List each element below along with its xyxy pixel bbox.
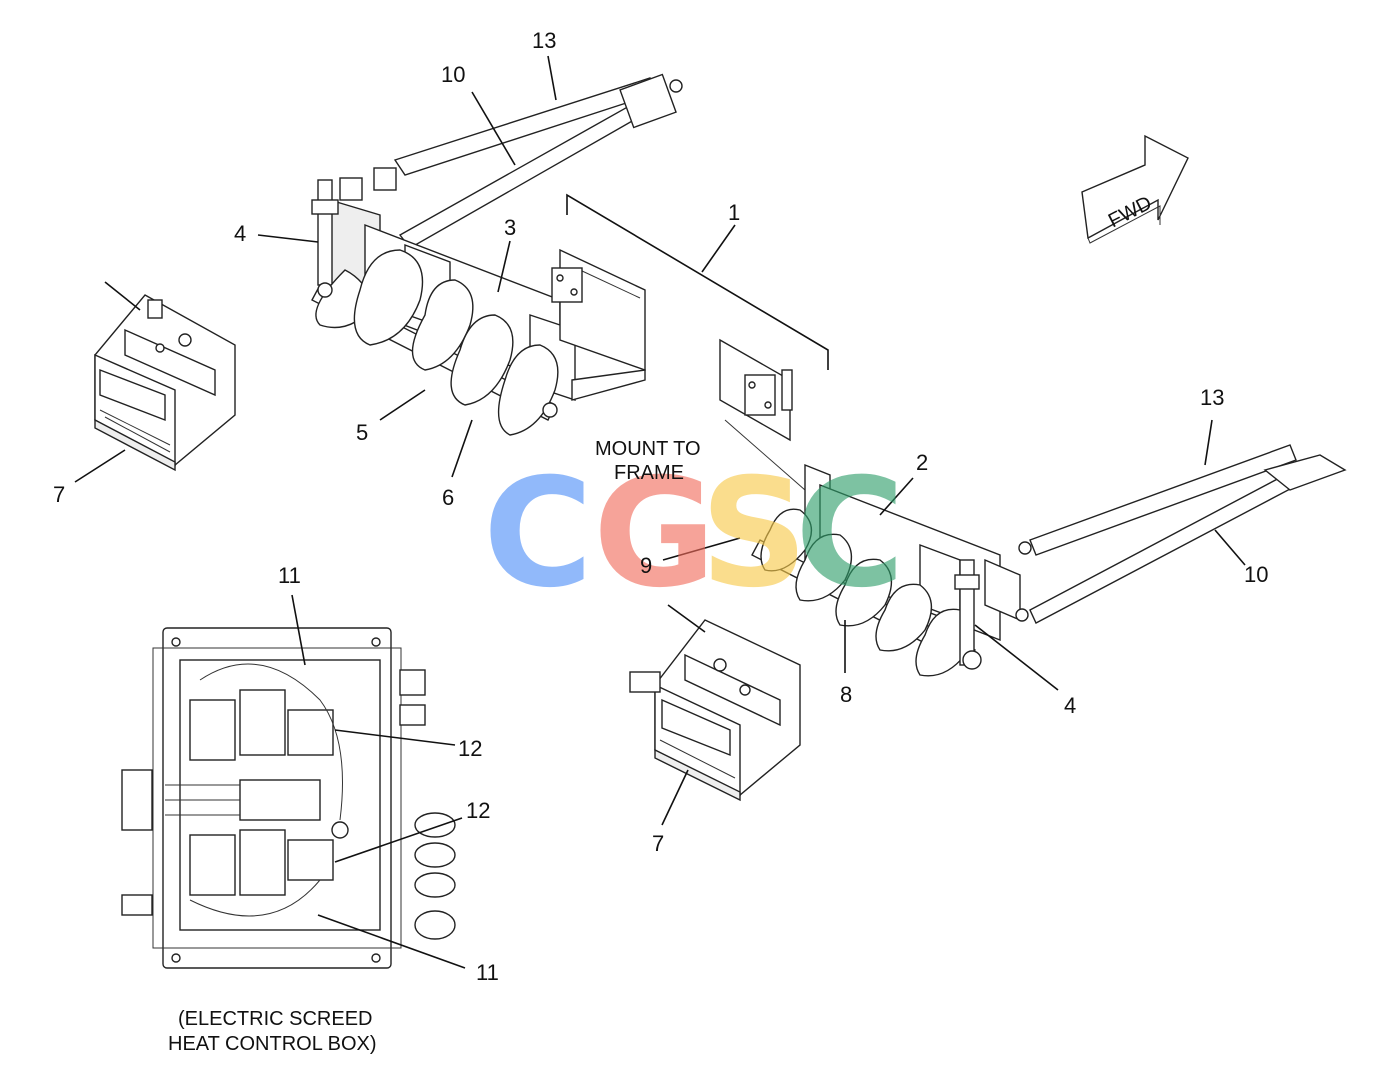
right-motor-unit [629, 604, 801, 802]
callout-13-right: 13 [1200, 385, 1224, 410]
control-box-caption-line-2: HEAT CONTROL BOX) [168, 1033, 377, 1055]
callout-5: 5 [356, 420, 368, 445]
callout-11-bottom: 11 [476, 960, 499, 985]
callout-10-right: 10 [1244, 562, 1268, 587]
watermark-letter-1: C [483, 447, 593, 621]
callout-8: 8 [840, 682, 852, 707]
callout-3: 3 [504, 215, 516, 240]
watermark: C G S C [483, 447, 905, 621]
control-box [121, 627, 456, 969]
leader-lines [74, 55, 1246, 969]
mount-note-line-2: FRAME [614, 462, 684, 484]
mount-note-line-1: MOUNT TO [595, 438, 701, 460]
right-auger-assembly [719, 338, 1347, 677]
callout-7-right: 7 [652, 831, 664, 856]
callout-10-top: 10 [441, 62, 465, 87]
control-box-caption-line-1: (ELECTRIC SCREED [178, 1008, 372, 1030]
watermark-letter-3: S [700, 447, 808, 621]
forward-arrow: FWD [1081, 134, 1189, 244]
watermark-letter-4: C [795, 447, 905, 621]
callout-6: 6 [442, 485, 454, 510]
callout-2: 2 [916, 450, 928, 475]
callout-7-left: 7 [53, 482, 65, 507]
center-bracket [566, 193, 829, 370]
callout-12-top: 12 [458, 736, 482, 761]
callout-11-top: 11 [278, 563, 301, 588]
left-motor-unit [94, 281, 236, 472]
callout-4-left: 4 [234, 221, 246, 246]
callout-1: 1 [728, 200, 740, 225]
notes: MOUNT TO FRAME (ELECTRIC SCREED HEAT CON… [168, 438, 701, 1055]
watermark-letter-2: G [593, 447, 716, 621]
callout-9: 9 [640, 553, 652, 578]
left-auger-assembly [311, 73, 683, 436]
callout-13-top: 13 [532, 28, 556, 53]
callout-labels: 13 10 1 4 3 5 6 7 9 2 13 10 8 4 7 11 12 … [53, 28, 1268, 985]
callout-12-bottom: 12 [466, 798, 490, 823]
callout-4-right: 4 [1064, 693, 1076, 718]
